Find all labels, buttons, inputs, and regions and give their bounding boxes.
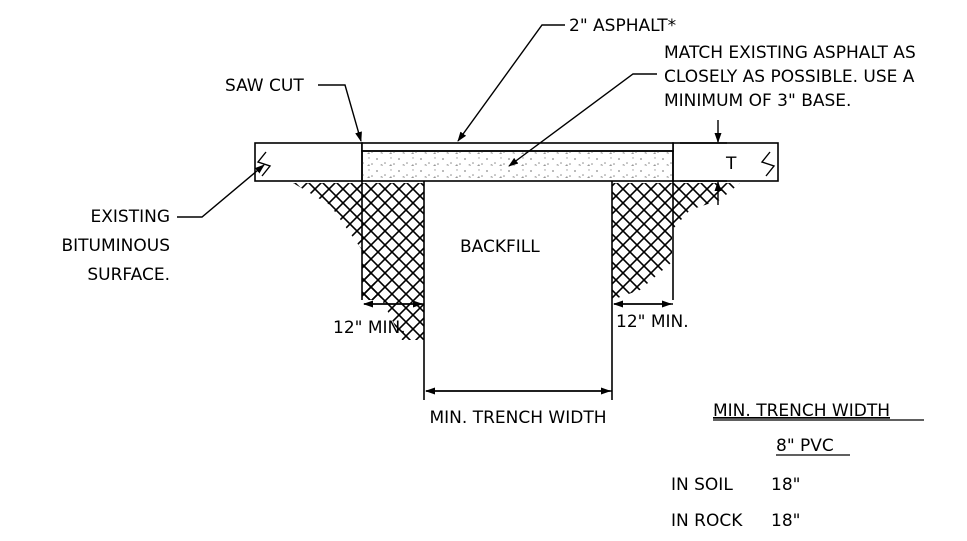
existing-surface-leader	[177, 164, 265, 218]
soil-hatching	[293, 183, 740, 340]
break-line-left	[256, 151, 272, 177]
match-note-leader	[508, 73, 657, 167]
drawing-labels: 2" ASPHALT* MATCH EXISTING ASPHALT AS CL…	[61, 16, 915, 428]
dimension-lines	[363, 300, 673, 395]
backfill-label: BACKFILL	[460, 237, 540, 257]
match-note-line-2: CLOSELY AS POSSIBLE. USE A	[664, 67, 915, 87]
existing-label-line-2: BITUMINOUS	[61, 236, 170, 256]
asphalt-patch-layer	[361, 142, 674, 152]
table-title: MIN. TRENCH WIDTH	[713, 401, 890, 421]
saw-cut-leader	[318, 84, 362, 142]
match-note-line-1: MATCH EXISTING ASPHALT AS	[664, 43, 916, 63]
table-row-label: IN SOIL	[671, 475, 733, 495]
aggregate-base-layer	[361, 150, 674, 182]
thickness-label: T	[725, 154, 737, 174]
soil-hatch-left-inner	[362, 183, 424, 300]
min-left-label: 12" MIN.	[333, 318, 406, 338]
break-line-right	[760, 151, 776, 177]
asphalt-leader	[457, 24, 565, 142]
asphalt-label: 2" ASPHALT*	[569, 16, 676, 36]
min-right-label: 12" MIN.	[616, 312, 689, 332]
match-note-line-3: MINIMUM OF 3" BASE.	[664, 91, 851, 111]
break-lines	[256, 151, 776, 177]
existing-label-line-3: SURFACE.	[87, 265, 170, 285]
leader-lines	[177, 24, 727, 218]
existing-label-line-1: EXISTING	[91, 207, 170, 227]
existing-pavement-left	[254, 142, 363, 182]
table-row-label: IN ROCK	[671, 511, 743, 531]
table-row-value: 18"	[771, 511, 800, 531]
table-row-value: 18"	[771, 475, 800, 495]
soil-hatch-right	[612, 183, 740, 300]
saw-cut-label: SAW CUT	[225, 76, 304, 96]
trench-width-label: MIN. TRENCH WIDTH	[430, 408, 607, 428]
table-column-header: 8" PVC	[776, 436, 834, 456]
trench-width-table: MIN. TRENCH WIDTH 8" PVC IN SOIL 18" IN …	[671, 401, 924, 531]
soil-hatch-left	[293, 183, 424, 340]
trench-walls	[361, 181, 674, 400]
